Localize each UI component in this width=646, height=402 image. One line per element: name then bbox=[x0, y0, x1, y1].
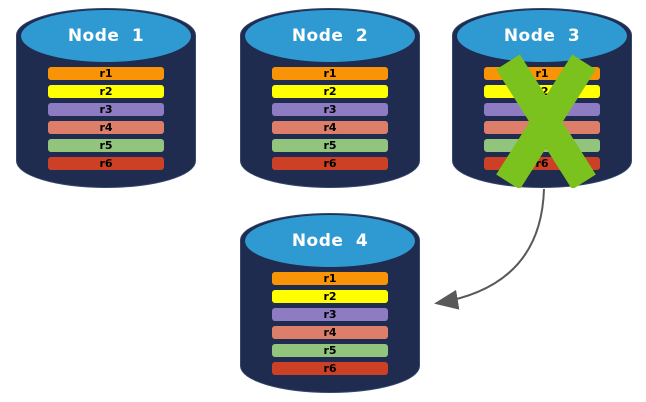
node-4-replica-r5-label: r5 bbox=[323, 344, 337, 357]
node-1-replica-list: r1 r2 r3 r4 r5 r6 bbox=[48, 67, 164, 175]
node-2-replica-r1-label: r1 bbox=[323, 67, 337, 80]
node-1-replica-r4: r4 bbox=[48, 121, 164, 134]
node-4-replica-r4-label: r4 bbox=[323, 326, 337, 339]
node-3-replica-r5-label: r5 bbox=[535, 139, 549, 152]
node-1-replica-r3: r3 bbox=[48, 103, 164, 116]
node-3-replica-r4: r4 bbox=[484, 121, 600, 134]
node-3-replica-list: r1 r2 r3 r4 r5 r6 bbox=[484, 67, 600, 175]
node-3-title: Node 3 bbox=[503, 26, 581, 46]
node-2-replica-r4-label: r4 bbox=[323, 121, 337, 134]
node-3-replica-r2: r2 bbox=[484, 85, 600, 98]
node-2-replica-r6-label: r6 bbox=[323, 157, 337, 170]
node-1: Node 1 r1 r2 r3 r4 r5 r6 bbox=[16, 8, 196, 188]
node-4-cylinder-top: Node 4 bbox=[245, 215, 415, 267]
node-3-replica-r4-label: r4 bbox=[535, 121, 549, 134]
node-1-cylinder-top: Node 1 bbox=[21, 10, 191, 62]
node-4-replica-r3-label: r3 bbox=[323, 308, 337, 321]
node-2-replica-r4: r4 bbox=[272, 121, 388, 134]
node-3-replica-r5: r5 bbox=[484, 139, 600, 152]
node-1-replica-r2: r2 bbox=[48, 85, 164, 98]
node-3-cylinder-top: Node 3 bbox=[457, 10, 627, 62]
node-2-replica-r2-label: r2 bbox=[323, 85, 337, 98]
node-4: Node 4 r1 r2 r3 r4 r5 r6 bbox=[240, 213, 420, 393]
node-4-replica-r5: r5 bbox=[272, 344, 388, 357]
node-2-replica-list: r1 r2 r3 r4 r5 r6 bbox=[272, 67, 388, 175]
node-1-replica-r2-label: r2 bbox=[99, 85, 113, 98]
node-1-replica-r6: r6 bbox=[48, 157, 164, 170]
node-4-replica-r2-label: r2 bbox=[323, 290, 337, 303]
node-2-replica-r3-label: r3 bbox=[323, 103, 337, 116]
node-4-title: Node 4 bbox=[291, 231, 369, 251]
node-3: Node 3 r1 r2 r3 r4 r5 r6 bbox=[452, 8, 632, 188]
node-1-replica-r6-label: r6 bbox=[99, 157, 113, 170]
node-2-replica-r1: r1 bbox=[272, 67, 388, 80]
node-2-cylinder-top: Node 2 bbox=[245, 10, 415, 62]
node-1-replica-r1-label: r1 bbox=[99, 67, 113, 80]
node-3-replica-r1: r1 bbox=[484, 67, 600, 80]
node-1-replica-r1: r1 bbox=[48, 67, 164, 80]
node-1-replica-r4-label: r4 bbox=[99, 121, 113, 134]
node-1-title: Node 1 bbox=[67, 26, 145, 46]
node-3-replica-r1-label: r1 bbox=[535, 67, 549, 80]
node-2-replica-r3: r3 bbox=[272, 103, 388, 116]
node-2-replica-r2: r2 bbox=[272, 85, 388, 98]
node-1-replica-r3-label: r3 bbox=[99, 103, 113, 116]
node-1-replica-r5: r5 bbox=[48, 139, 164, 152]
node-4-replica-r4: r4 bbox=[272, 326, 388, 339]
node-2: Node 2 r1 r2 r3 r4 r5 r6 bbox=[240, 8, 420, 188]
node-4-replica-r1-label: r1 bbox=[323, 272, 337, 285]
node-3-replica-r6: r6 bbox=[484, 157, 600, 170]
node-4-replica-r2: r2 bbox=[272, 290, 388, 303]
node-3-replica-r3-label: r3 bbox=[535, 103, 549, 116]
node-1-replica-r5-label: r5 bbox=[99, 139, 113, 152]
node-2-replica-r6: r6 bbox=[272, 157, 388, 170]
node-4-replica-r1: r1 bbox=[272, 272, 388, 285]
node-4-replica-r6-label: r6 bbox=[323, 362, 337, 375]
node-4-replica-list: r1 r2 r3 r4 r5 r6 bbox=[272, 272, 388, 380]
node-3-replica-r3: r3 bbox=[484, 103, 600, 116]
node-2-title: Node 2 bbox=[291, 26, 369, 46]
node-4-replica-r3: r3 bbox=[272, 308, 388, 321]
node-3-replica-r6-label: r6 bbox=[535, 157, 549, 170]
node-4-replica-r6: r6 bbox=[272, 362, 388, 375]
node-3-replica-r2-label: r2 bbox=[535, 85, 549, 98]
node-2-replica-r5-label: r5 bbox=[323, 139, 337, 152]
node-2-replica-r5: r5 bbox=[272, 139, 388, 152]
